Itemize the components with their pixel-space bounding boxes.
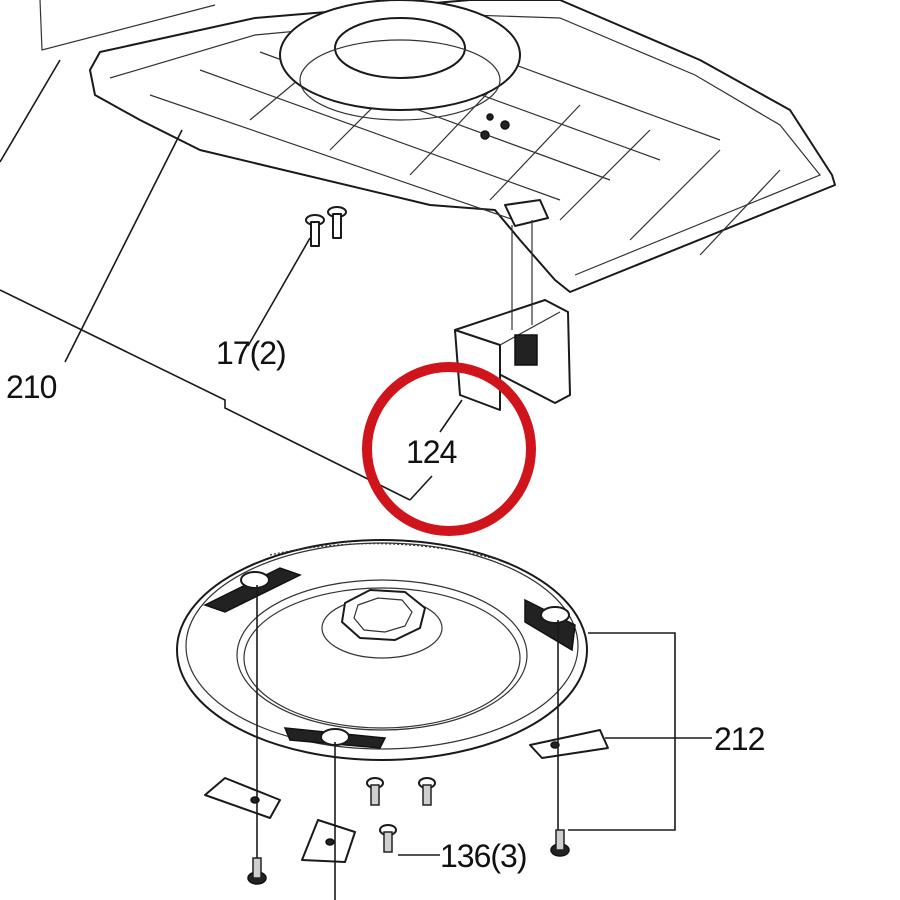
blades-212: [204, 729, 609, 863]
label-210: 210: [6, 369, 57, 405]
screws-17: [305, 206, 347, 247]
highlight-circle: [362, 362, 536, 536]
blade-disc: [176, 539, 588, 761]
upper-housing: [39, 0, 836, 293]
label-212: 212: [714, 721, 765, 757]
label-136: 136(3): [440, 838, 527, 874]
screws-136: [247, 777, 570, 885]
label-124: 124: [406, 434, 457, 470]
leader-lines: [0, 59, 712, 900]
label-17: 17(2): [216, 335, 286, 371]
